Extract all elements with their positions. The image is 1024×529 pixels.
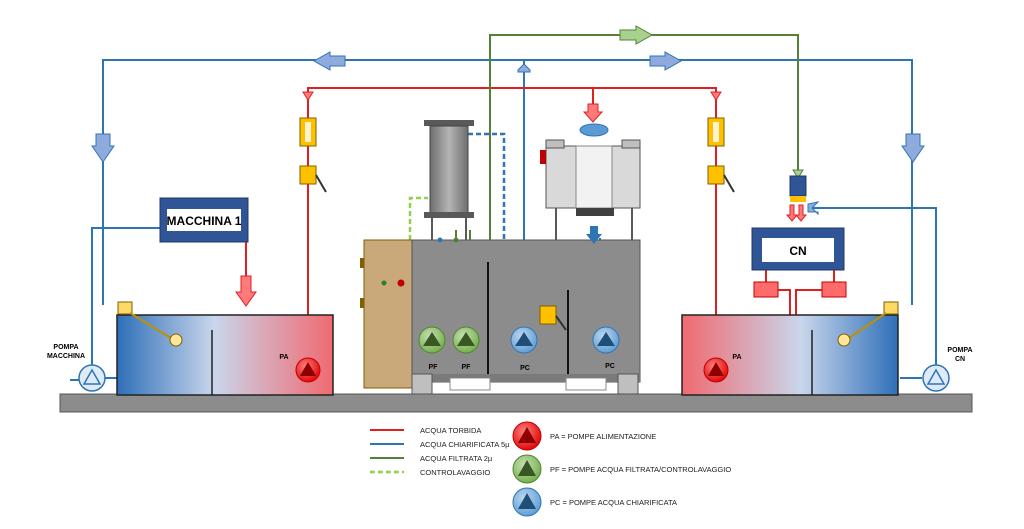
valve-right: [707, 165, 735, 193]
legend-label-pf: PF = POMPE ACQUA FILTRATA/CONTROLAVAGGIO: [550, 465, 731, 474]
float-left: [169, 333, 183, 347]
pump-pf-1: PF: [418, 326, 446, 371]
flow-meter-left: [299, 117, 317, 147]
legend: ACQUA TORBIDA ACQUA CHIARIFICATA 5µ ACQU…: [370, 421, 731, 517]
cn-unit: CN: [751, 175, 847, 298]
legend-label-pa: PA = POMPE ALIMENTAZIONE: [550, 432, 656, 441]
legend-label-backwash: CONTROLAVAGGIO: [420, 468, 490, 477]
pump-machine-label-2: MACCHINA: [47, 353, 85, 360]
legend-label-pc: PC = POMPE ACQUA CHIARIFICATA: [550, 498, 677, 507]
center-valve: [539, 305, 567, 331]
cn-drain-right: [821, 281, 847, 298]
machine-1: MACCHINA 1: [159, 197, 249, 243]
blue-pump-icon: [512, 487, 542, 517]
pump-machine-label-1: POMPA: [53, 344, 78, 351]
machine-1-label: MACCHINA 1: [167, 214, 242, 228]
filter-column: [424, 120, 474, 243]
pc-2-label: PC: [605, 363, 615, 370]
legend-label-filtered: ACQUA FILTRATA 2µ: [420, 454, 493, 463]
red-pump-icon: [512, 421, 542, 451]
pc-1-label: PC: [520, 365, 530, 372]
pa-left-label: PA: [279, 354, 288, 361]
legend-label-turbid: ACQUA TORBIDA: [420, 426, 481, 435]
level-sensor-left: [117, 301, 133, 315]
pump-pc-1: PC: [510, 326, 538, 372]
floor: [59, 393, 973, 413]
control-cabinet: [360, 239, 413, 389]
column-outlet-pipe: [468, 132, 506, 246]
flow-meter-right: [707, 117, 725, 147]
left-tank: [116, 314, 334, 396]
pump-pf-2: PF: [452, 326, 480, 371]
pump-pa-left: PA: [279, 354, 321, 383]
float-right: [837, 333, 851, 347]
valve-left: [299, 165, 327, 193]
pump-pc-2: PC: [592, 326, 620, 370]
pump-cn: POMPA CN: [922, 347, 973, 392]
flow-arrows-green: [619, 25, 804, 179]
flow-arrows-red: [235, 91, 808, 307]
pa-right-label: PA: [732, 354, 741, 361]
separator-unit: [540, 123, 641, 244]
green-pump-icon: [512, 454, 542, 484]
pump-cn-label-2: CN: [955, 356, 965, 363]
red-indicator: [397, 279, 405, 287]
legend-label-clarified: ACQUA CHIARIFICATA 5µ: [420, 440, 510, 449]
cn-label: CN: [789, 244, 806, 258]
pf-2-label: PF: [462, 364, 472, 371]
treatment-tank: [411, 239, 641, 395]
cn-drain-left: [753, 281, 779, 298]
level-sensor-right: [883, 301, 899, 315]
pump-cn-label-1: POMPA: [947, 347, 972, 354]
pump-pa-right: PA: [703, 354, 742, 383]
pf-1-label: PF: [429, 364, 439, 371]
pump-machine: POMPA MACCHINA: [47, 344, 106, 392]
green-indicator: [381, 280, 387, 286]
